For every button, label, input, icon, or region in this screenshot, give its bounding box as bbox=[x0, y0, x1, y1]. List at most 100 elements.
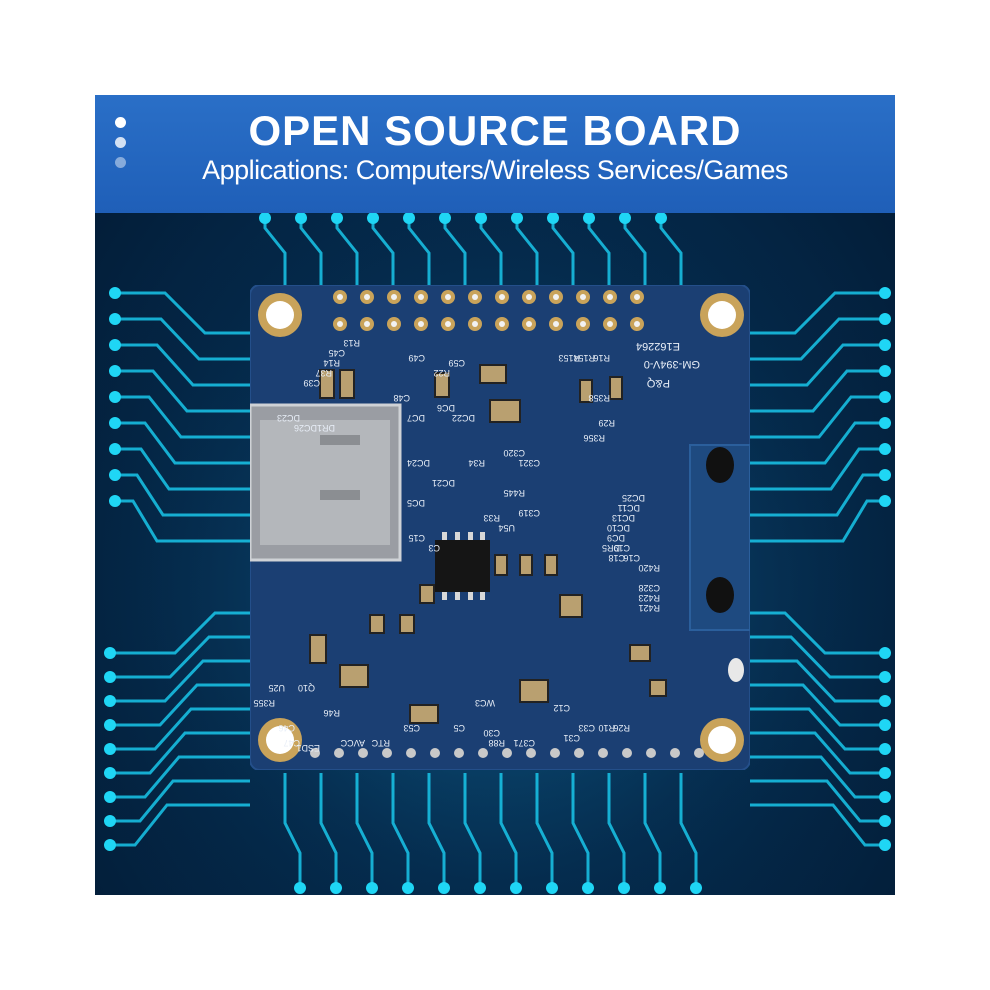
bottom-pin bbox=[598, 748, 608, 758]
smd-component bbox=[399, 614, 415, 634]
trace-node bbox=[366, 882, 378, 894]
bottom-pin bbox=[382, 748, 392, 758]
circuit-trace bbox=[110, 755, 250, 799]
trace-node bbox=[618, 882, 630, 894]
trace-node bbox=[109, 495, 121, 507]
smd-component bbox=[649, 679, 667, 697]
silkscreen-label: DC25 bbox=[622, 493, 645, 503]
product-image: OPEN SOURCE BOARD Applications: Computer… bbox=[95, 95, 895, 895]
trace-node bbox=[104, 647, 116, 659]
circuit-trace bbox=[750, 707, 885, 751]
circuit-trace bbox=[115, 421, 250, 465]
silkscreen-label: C59 bbox=[448, 358, 465, 368]
trace-node bbox=[510, 882, 522, 894]
smd-component bbox=[369, 614, 385, 634]
circuit-trace bbox=[110, 659, 250, 703]
trace-node bbox=[655, 213, 667, 224]
trace-node bbox=[367, 213, 379, 224]
silkscreen-label: C49 bbox=[408, 353, 425, 363]
smd-component bbox=[559, 594, 583, 618]
smd-component bbox=[419, 584, 435, 604]
circuit-trace bbox=[750, 683, 885, 727]
smd-component bbox=[309, 634, 327, 664]
board-marking: GM-394V-0 bbox=[644, 358, 700, 370]
bottom-pin bbox=[670, 748, 680, 758]
circuit-trace bbox=[115, 317, 250, 361]
bottom-pin bbox=[574, 748, 584, 758]
silkscreen-label: R153 bbox=[558, 353, 580, 363]
banner-title: OPEN SOURCE BOARD bbox=[248, 107, 742, 154]
bottom-pin bbox=[694, 748, 704, 758]
gpio-header bbox=[333, 290, 644, 331]
trace-node bbox=[109, 365, 121, 377]
circuit-trace bbox=[110, 611, 250, 655]
silkscreen-label: DC10 bbox=[607, 523, 630, 533]
silkscreen-label: R154 bbox=[573, 353, 595, 363]
silkscreen-label: C46 bbox=[278, 723, 295, 733]
bottom-pin-row bbox=[310, 748, 704, 758]
circuit-board: E162264 GM-394V-0 P&Q R13C45R14R37C39DC2… bbox=[250, 285, 750, 770]
banner-subtitle: Applications: Computers/Wireless Service… bbox=[202, 155, 788, 185]
silkscreen-label: DC6 bbox=[437, 403, 455, 413]
circuit-trace bbox=[115, 499, 250, 543]
trace-node bbox=[475, 213, 487, 224]
circuit-trace bbox=[571, 773, 590, 888]
circuit-trace bbox=[750, 659, 885, 703]
silkscreen-label: C16 bbox=[623, 553, 640, 563]
circuit-trace bbox=[750, 343, 885, 387]
silkscreen-label: R33 bbox=[483, 513, 500, 523]
smd-component bbox=[579, 379, 593, 403]
circuit-trace bbox=[750, 395, 885, 439]
circuit-trace bbox=[750, 803, 885, 847]
circuit-trace bbox=[115, 395, 250, 439]
trace-node bbox=[104, 791, 116, 803]
circuit-trace bbox=[115, 473, 250, 517]
trace-node bbox=[259, 213, 271, 224]
silkscreen-label: DC9 bbox=[607, 533, 625, 543]
circuit-trace bbox=[463, 773, 482, 888]
silkscreen-label: R355 bbox=[253, 698, 275, 708]
trace-node bbox=[109, 417, 121, 429]
main-chip bbox=[435, 540, 490, 592]
silkscreen-label: C3 bbox=[428, 543, 440, 553]
silkscreen-label: C33 bbox=[578, 723, 595, 733]
smd-component bbox=[339, 664, 369, 688]
silkscreen-label: DC5 bbox=[407, 498, 425, 508]
bottom-pin bbox=[406, 748, 416, 758]
circuit-trace bbox=[110, 803, 250, 847]
silkscreen-label: R34 bbox=[468, 458, 485, 468]
trace-node bbox=[879, 695, 891, 707]
silkscreen-label: U54 bbox=[498, 523, 515, 533]
trace-node bbox=[109, 443, 121, 455]
silkscreen-label: ESD1 bbox=[296, 743, 320, 753]
silkscreen-label: AVCC bbox=[340, 738, 365, 748]
silkscreen-label: C12 bbox=[553, 703, 570, 713]
silkscreen-label: C47 bbox=[283, 738, 300, 748]
smd-components bbox=[309, 364, 667, 724]
circuit-trace bbox=[427, 773, 446, 888]
trace-node bbox=[109, 287, 121, 299]
trace-node bbox=[109, 313, 121, 325]
trace-node bbox=[582, 882, 594, 894]
trace-node bbox=[109, 339, 121, 351]
circuit-trace bbox=[499, 773, 518, 888]
connector-pin bbox=[706, 447, 734, 483]
decorative-dots bbox=[115, 117, 129, 177]
bottom-pin bbox=[358, 748, 368, 758]
board-marking: E162264 bbox=[636, 340, 680, 352]
silkscreen-label: DC24 bbox=[407, 458, 430, 468]
silkscreen-label: C53 bbox=[403, 723, 420, 733]
circuit-trace bbox=[110, 635, 250, 679]
silkscreen-label: R421 bbox=[638, 603, 660, 613]
trace-node bbox=[330, 882, 342, 894]
circuit-trace bbox=[750, 421, 885, 465]
trace-node bbox=[294, 882, 306, 894]
trace-node bbox=[879, 391, 891, 403]
smd-component bbox=[479, 364, 507, 384]
trace-node bbox=[438, 882, 450, 894]
silkscreen-label: DR5 bbox=[602, 543, 620, 553]
smd-component bbox=[519, 679, 549, 703]
trace-node bbox=[104, 671, 116, 683]
trace-node bbox=[547, 213, 559, 224]
silkscreen-label: DC11 bbox=[618, 503, 640, 513]
